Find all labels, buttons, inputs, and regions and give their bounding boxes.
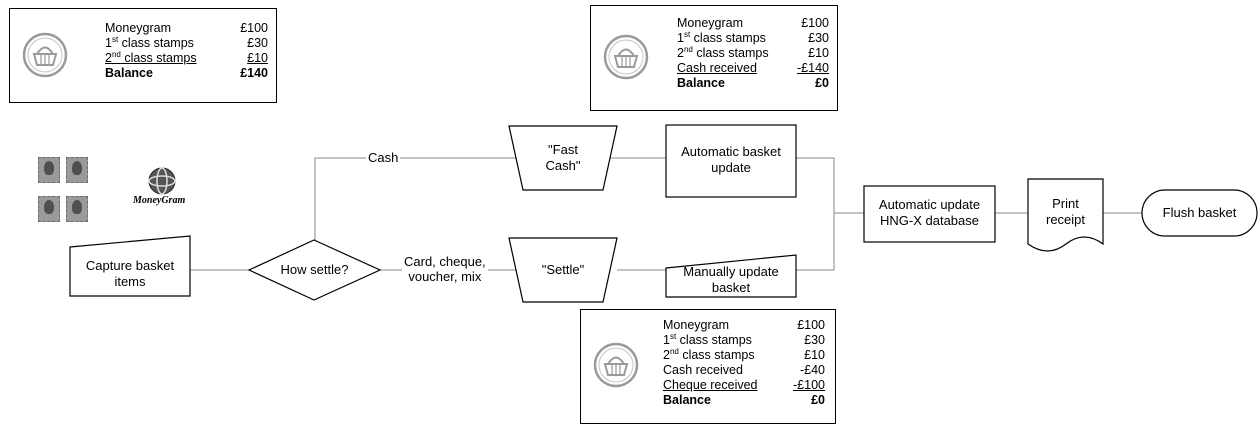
moneygram-globe-icon [148, 167, 176, 195]
receipt-line: 1st class stamps £30 [105, 34, 268, 51]
db-shape [863, 185, 996, 243]
receipt-line: Moneygram £100 [663, 318, 825, 333]
auto-basket-update-node: Automatic basket update [681, 144, 781, 175]
receipt-line: Balance £140 [105, 66, 268, 81]
receipt-line-label: 2nd class stamps [663, 346, 755, 362]
receipt-line-label: 1st class stamps [677, 29, 766, 45]
receipt-line: 2nd class stamps £10 [663, 346, 825, 363]
card-cheque-edge-label: Card, cheque, voucher, mix [402, 254, 488, 284]
receipt-line: Moneygram £100 [677, 16, 829, 31]
receipt-line-label: Moneygram [663, 318, 729, 332]
cash-edge-label: Cash [366, 150, 401, 165]
moneygram-logo-text: MoneyGram [133, 195, 186, 206]
receipt-line-amount: £30 [804, 333, 825, 347]
flush-shape [1141, 189, 1258, 237]
receipt-line-label: Balance [677, 76, 725, 90]
stamp-icon [38, 157, 60, 183]
receipt-line-label: 2nd class stamps [105, 49, 197, 65]
receipt-line: Balance £0 [677, 76, 829, 91]
receipt-line-amount: -£40 [799, 363, 825, 377]
flush-basket-node: Flush basket [1162, 205, 1237, 220]
edge-cash [314, 157, 516, 240]
receipt-line-amount: £10 [804, 348, 825, 362]
receipt-line-amount: £100 [801, 16, 829, 30]
settle-node: "Settle" [541, 262, 585, 277]
fast-cash-node: "Fast Cash" [545, 142, 581, 173]
print-receipt-node: Print receipt [1045, 196, 1086, 227]
stamp-icon [66, 196, 88, 222]
receipt-line-amount: £30 [808, 31, 829, 45]
decision-shape [247, 239, 382, 301]
receipt-line: Cash received -£140 [677, 61, 829, 76]
receipt-line: 1st class stamps £30 [663, 331, 825, 348]
print-shape [1027, 178, 1104, 252]
manual-basket-shape [665, 254, 797, 298]
basket-icon [593, 342, 639, 388]
edge-auto-db [796, 157, 864, 214]
receipt-line-label: Cheque received [663, 378, 758, 392]
basket-icon [603, 34, 649, 80]
receipt-line-amount: £30 [247, 36, 268, 50]
receipt-line-label: Moneygram [105, 21, 171, 35]
receipt-line: 2nd class stamps £10 [105, 49, 268, 66]
capture-basket-node: Capture basket items [85, 258, 175, 289]
how-settle-decision: How settle? [280, 262, 349, 277]
receipt-line: 1st class stamps £30 [677, 29, 829, 46]
receipt-line: Cash received -£40 [663, 363, 825, 378]
manual-basket-update-node: Manually update basket [683, 264, 779, 295]
receipt-line-label: 1st class stamps [663, 331, 752, 347]
receipt-line-amount: -£100 [793, 378, 825, 392]
fast-cash-shape [508, 125, 618, 191]
receipt-line-amount: £0 [815, 76, 829, 90]
receipt-line: Balance £0 [663, 393, 825, 408]
receipt-line-label: 2nd class stamps [677, 44, 769, 60]
receipt-line-amount: £100 [797, 318, 825, 332]
receipt-line-amount: £100 [240, 21, 268, 35]
receipt-line: 2nd class stamps £10 [677, 44, 829, 61]
receipt-line-amount: £10 [247, 51, 268, 65]
receipt-line-label: Cash received [677, 61, 757, 75]
capture-shape [69, 235, 191, 297]
basket-icon [22, 32, 68, 78]
receipt-line: Moneygram £100 [105, 21, 268, 36]
receipt-line: Cheque received -£100 [663, 378, 825, 393]
receipt-line-label: Balance [663, 393, 711, 407]
settle-shape [508, 237, 618, 303]
auto-basket-shape [665, 124, 797, 198]
receipt-line-amount: £0 [811, 393, 825, 407]
receipt-line-amount: £10 [808, 46, 829, 60]
receipt-line-label: 1st class stamps [105, 34, 194, 50]
edge-manual-db [796, 213, 835, 271]
receipt-line-amount: £140 [240, 66, 268, 80]
receipt-line-label: Balance [105, 66, 153, 80]
receipt-line-amount: -£140 [797, 61, 829, 75]
receipt-line-label: Cash received [663, 363, 743, 377]
stamp-icon [66, 157, 88, 183]
receipt-line-label: Moneygram [677, 16, 743, 30]
stamp-icon [38, 196, 60, 222]
auto-db-update-node: Automatic update HNG-X database [878, 197, 981, 228]
